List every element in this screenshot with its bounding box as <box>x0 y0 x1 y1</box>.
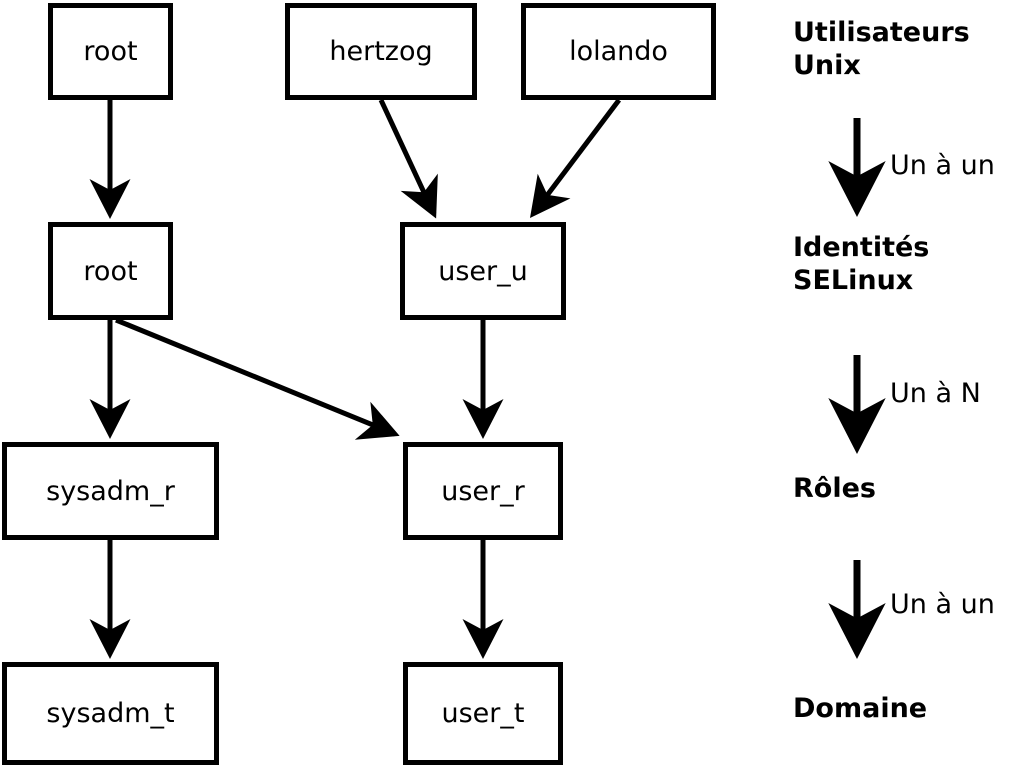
node-selinux-identity-root[interactable]: root <box>48 222 173 320</box>
node-label: lolando <box>569 36 668 67</box>
legend-relation-identities-to-roles: Un à N <box>890 378 981 409</box>
node-label: sysadm_r <box>46 475 175 507</box>
legend-stage-unix-users: Utilisateurs Unix <box>793 17 970 81</box>
node-domain-user-t[interactable]: user_t <box>403 662 563 765</box>
node-label: user_t <box>441 698 525 729</box>
node-unix-user-root[interactable]: root <box>48 3 173 100</box>
node-selinux-identity-user-u[interactable]: user_u <box>400 222 566 320</box>
edge-identity-root-to-user-r <box>115 317 400 440</box>
node-unix-user-lolando[interactable]: lolando <box>521 3 716 100</box>
node-label: root <box>83 36 138 67</box>
legend-stage-selinux-identities: Identités SELinux <box>793 232 930 296</box>
legend-stage-domain: Domaine <box>793 693 928 724</box>
node-label: user_u <box>438 255 528 287</box>
node-unix-user-hertzog[interactable]: hertzog <box>285 3 477 100</box>
node-domain-sysadm-t[interactable]: sysadm_t <box>2 662 219 765</box>
legend-stage-roles: Rôles <box>793 473 876 504</box>
node-label: hertzog <box>329 36 433 67</box>
node-role-sysadm-r[interactable]: sysadm_r <box>2 442 219 540</box>
legend-relation-roles-to-domain: Un à un <box>890 589 995 620</box>
edge-hertzog-to-user-u <box>378 98 438 219</box>
node-label: root <box>83 255 138 287</box>
node-role-user-r[interactable]: user_r <box>403 442 563 540</box>
node-label: sysadm_t <box>46 698 175 729</box>
edge-lolando-to-user-u <box>529 98 621 218</box>
node-label: user_r <box>441 475 525 507</box>
legend-relation-users-to-identities: Un à un <box>890 150 995 181</box>
